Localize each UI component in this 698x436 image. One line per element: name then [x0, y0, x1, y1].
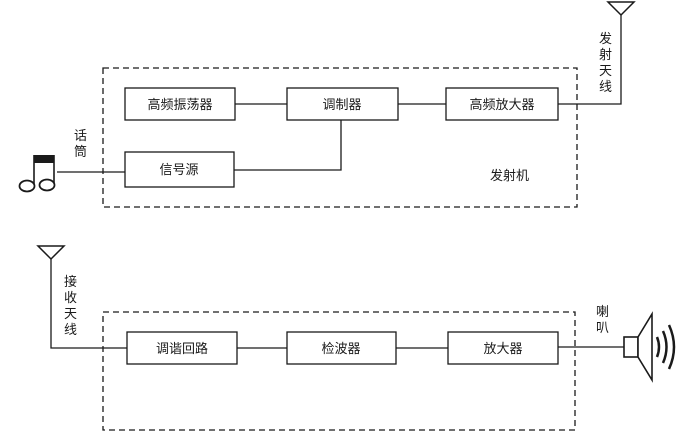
block-signal-source: 信号源 — [124, 151, 235, 188]
block-tuning-circuit: 调谐回路 — [126, 331, 238, 365]
block-detector-label: 检波器 — [321, 342, 360, 357]
block-amplifier: 放大器 — [447, 331, 559, 365]
block-detector: 检波器 — [286, 331, 397, 365]
block-tuning-circuit-label: 调谐回路 — [156, 341, 208, 357]
transmitter-label: 发射机 — [490, 168, 529, 184]
tx-antenna-char-3: 天 — [599, 64, 612, 79]
rx-antenna-char-3: 天 — [64, 307, 77, 322]
receiver-boundary — [102, 311, 576, 431]
block-rf-amplifier: 高频放大器 — [445, 87, 559, 121]
block-modulator: 调制器 — [286, 87, 399, 121]
block-modulator-label: 调制器 — [322, 98, 361, 113]
microphone-icon — [18, 155, 56, 193]
block-oscillator-label: 高频振荡器 — [147, 97, 212, 113]
rx-antenna-char-1: 接 — [64, 274, 77, 290]
wire-antenna-tuning — [50, 258, 127, 349]
tx-antenna-char-1: 发 — [599, 31, 612, 47]
tx-antenna-char-4: 线 — [599, 80, 612, 95]
wire-amplifier-antenna — [558, 14, 622, 105]
receive-antenna-icon — [36, 245, 66, 261]
speaker-label-char-1: 喇 — [596, 305, 609, 320]
speaker-icon — [623, 311, 676, 383]
tx-antenna-char-2: 射 — [599, 47, 612, 63]
mic-label-char-2: 筒 — [74, 144, 87, 160]
block-signal-source-label: 信号源 — [159, 163, 198, 178]
rx-antenna-char-4: 线 — [64, 323, 77, 338]
transmitter-boundary — [102, 67, 578, 208]
block-amplifier-label: 放大器 — [483, 342, 522, 357]
wire-source-modulator — [234, 120, 342, 171]
transmit-antenna-icon — [606, 1, 636, 17]
block-oscillator: 高频振荡器 — [124, 87, 236, 121]
mic-label-char-1: 话 — [74, 129, 87, 144]
rx-antenna-char-2: 收 — [64, 291, 77, 306]
block-rf-amplifier-label: 高频放大器 — [469, 97, 534, 113]
speaker-label-char-2: 叭 — [596, 321, 609, 336]
